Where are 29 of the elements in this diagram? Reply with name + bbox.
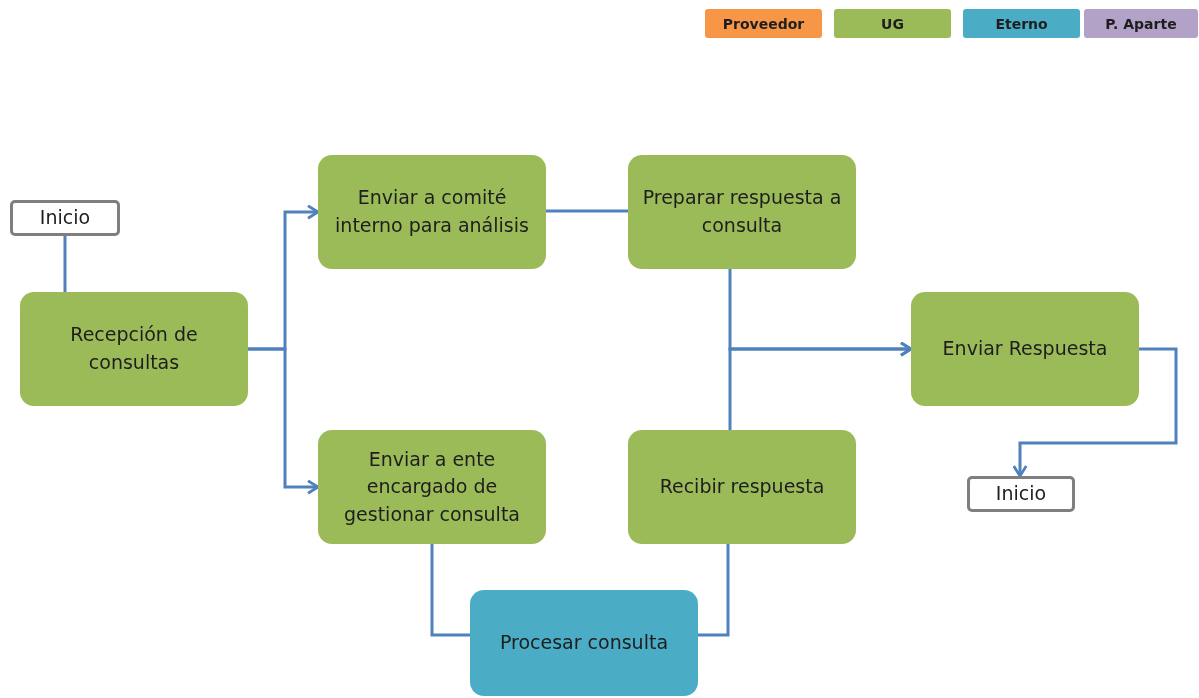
node-label: Enviar a ente encargado de gestionar consulta (343, 446, 521, 527)
node-label: Preparar respuesta a consulta (641, 185, 843, 238)
arrow (248, 347, 320, 495)
node-label: Enviar a comité interno para análisis (334, 185, 530, 238)
connector-line (698, 544, 730, 637)
legend-text: Proveedor (722, 15, 805, 32)
node-label: Recepción de consultas (69, 322, 199, 375)
node-label: Enviar Respuesta (942, 336, 1108, 362)
end-terminal (967, 476, 1075, 512)
arrow (728, 341, 913, 430)
process-box (318, 155, 546, 269)
process-box (628, 155, 856, 269)
node-label: Recibir respuesta (659, 474, 825, 500)
arrow (1012, 347, 1178, 478)
process-box (470, 590, 698, 696)
connector-line (546, 209, 628, 213)
process-box (20, 292, 248, 406)
legend-text: P. Aparte (1105, 15, 1177, 32)
legend-text: UG (881, 15, 904, 32)
node-label: Procesar consulta (499, 630, 669, 656)
node-label: Inicio (995, 481, 1047, 507)
start-terminal (10, 200, 120, 236)
connector-line (63, 236, 67, 292)
process-box (911, 292, 1139, 406)
legend-text: Eterno (995, 15, 1048, 32)
connector-line (430, 544, 470, 637)
process-box (318, 430, 546, 544)
node-label: Inicio (39, 205, 91, 231)
process-box (628, 430, 856, 544)
